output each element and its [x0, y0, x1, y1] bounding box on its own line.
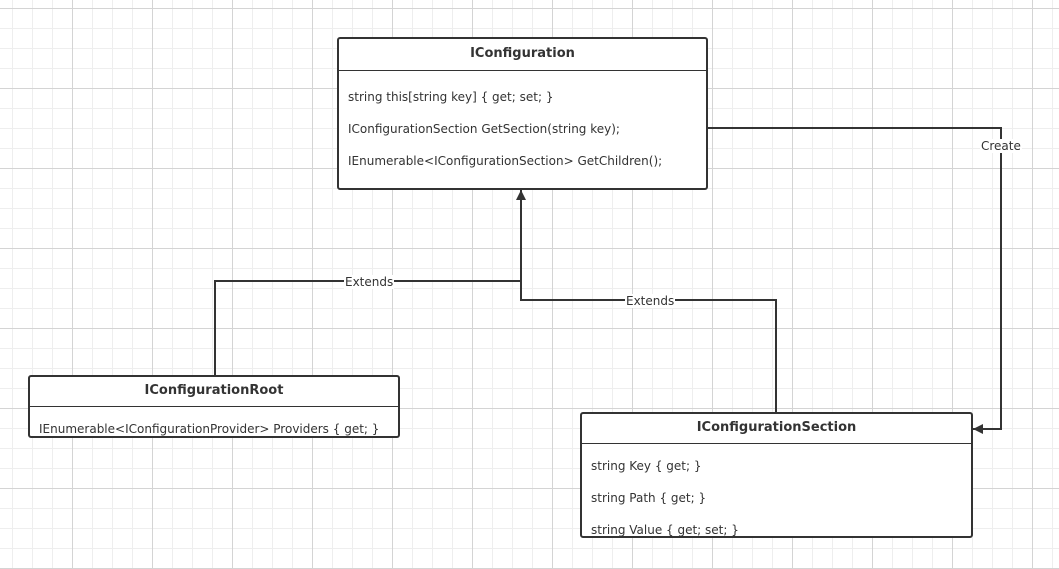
member-get-section: IConfigurationSection GetSection(string … [348, 122, 620, 136]
member-get-children: IEnumerable<IConfigurationSection> GetCh… [348, 154, 663, 168]
member-providers: IEnumerable<IConfigurationProvider> Prov… [39, 422, 380, 436]
member-path: string Path { get; } [591, 491, 707, 505]
class-box-iconfiguration[interactable]: IConfiguration string this[string key] {… [337, 37, 708, 190]
class-box-iconfiguration-root[interactable]: IConfigurationRoot IEnumerable<IConfigur… [28, 375, 400, 438]
root-extends-label: Extends [344, 275, 395, 289]
member-key: string Key { get; } [591, 459, 702, 473]
member-indexer: string this[string key] { get; set; } [348, 90, 554, 104]
section-extends-label: Extends [625, 294, 676, 308]
create-connector[interactable] [707, 127, 1002, 434]
class-title: IConfiguration [339, 39, 706, 71]
class-box-iconfiguration-section[interactable]: IConfigurationSection string Key { get; … [580, 412, 973, 538]
class-title: IConfigurationRoot [30, 377, 398, 407]
member-value: string Value { get; set; } [591, 523, 739, 537]
class-title: IConfigurationSection [582, 414, 971, 444]
create-label: Create [980, 139, 1022, 153]
